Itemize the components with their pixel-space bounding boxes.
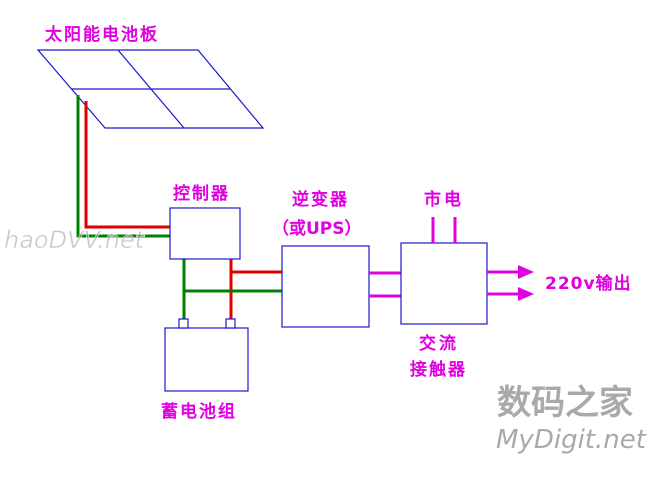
wire-inverter-to-contactor	[369, 271, 401, 298]
battery-label: 蓄电池组	[161, 401, 237, 422]
wire-mains-input	[431, 217, 457, 243]
watermark-right-en: MyDigit.net	[496, 425, 647, 455]
watermark-right-cn: 数码之家	[497, 383, 633, 423]
ac-contactor-label: 交流	[419, 333, 459, 354]
mains-label: 市电	[424, 189, 464, 210]
wire-controller-to-inverter	[184, 270, 282, 293]
wire-solar-to-controller	[76, 95, 170, 238]
ac-contactor-sub-label: 接触器	[410, 359, 467, 380]
ac-contactor-box	[400, 242, 488, 325]
inverter-box	[281, 245, 370, 328]
battery-box	[164, 318, 249, 392]
output-arrows	[487, 265, 534, 301]
controller-label: 控制器	[173, 183, 230, 204]
inverter-label: 逆变器	[292, 189, 349, 210]
inverter-sub-label: （或UPS）	[272, 218, 362, 239]
watermark-left: haoDVV.net	[4, 226, 146, 254]
controller-box	[169, 207, 241, 260]
output-label: 220v输出	[545, 273, 632, 294]
solar-panel	[36, 49, 265, 129]
solar-panel-label: 太阳能电池板	[45, 24, 159, 45]
